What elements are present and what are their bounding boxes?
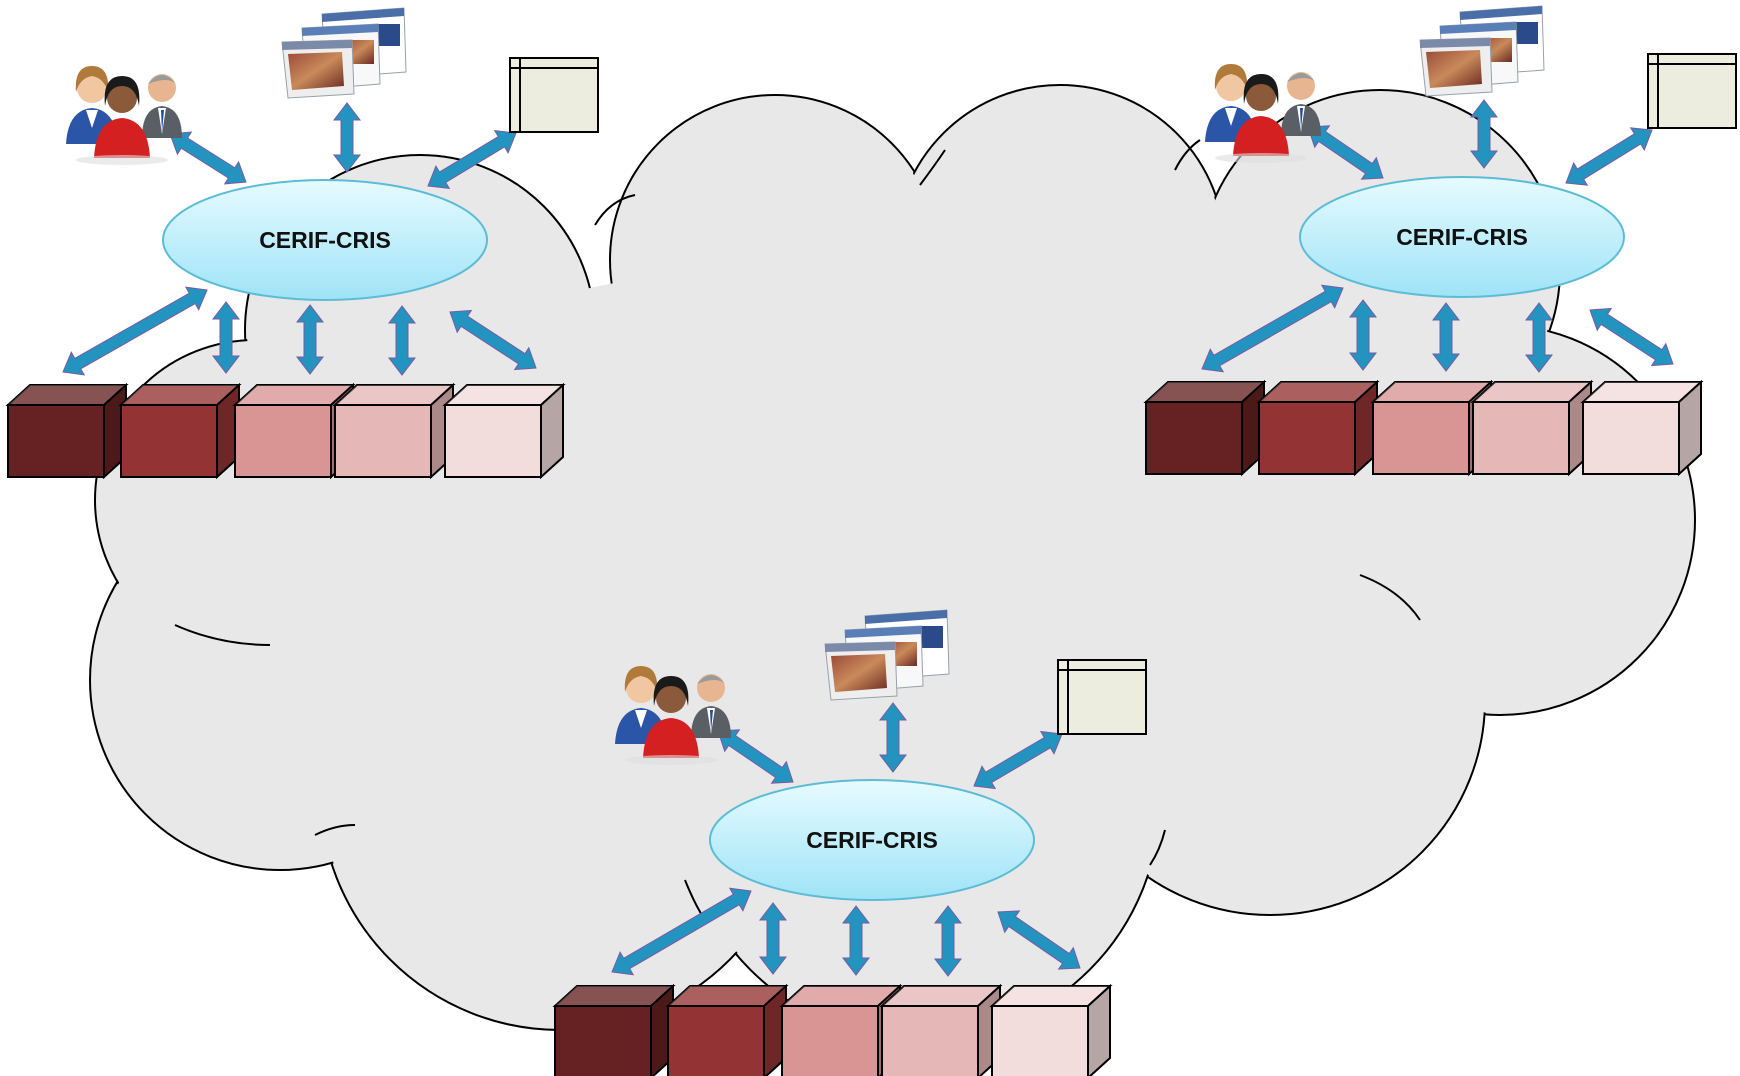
database-arrow bbox=[1589, 307, 1674, 367]
database-cube-row bbox=[1143, 379, 1704, 477]
database-cube-icon bbox=[879, 983, 1003, 1076]
connector-arrows bbox=[62, 99, 1674, 977]
web-pages-icon bbox=[281, 7, 407, 99]
cris-hub: CERIF-CRIS bbox=[1299, 176, 1625, 298]
access-arrow bbox=[1469, 99, 1499, 169]
database-cube-icon bbox=[989, 983, 1113, 1076]
hub-label: CERIF-CRIS bbox=[806, 827, 938, 853]
database-arrow bbox=[758, 902, 788, 975]
hub-ellipse bbox=[162, 179, 488, 301]
access-arrow bbox=[1565, 127, 1653, 186]
database-arrow bbox=[1431, 302, 1461, 372]
database-arrow bbox=[1348, 299, 1378, 371]
application-window-icon bbox=[1057, 659, 1147, 735]
application-window-icon bbox=[509, 57, 599, 133]
access-arrow bbox=[332, 102, 362, 173]
users-group-icon bbox=[66, 66, 182, 165]
database-cube-icon bbox=[1256, 379, 1380, 477]
database-cube-icon bbox=[5, 382, 129, 480]
database-arrow bbox=[211, 301, 241, 374]
database-cube-icon bbox=[118, 382, 242, 480]
database-cube-icon bbox=[1580, 379, 1704, 477]
database-arrow bbox=[611, 887, 752, 976]
access-arrow bbox=[878, 702, 908, 773]
database-arrow bbox=[841, 905, 871, 976]
database-cube-icon bbox=[552, 983, 676, 1076]
database-cube-row bbox=[552, 983, 1113, 1076]
cris-hubs: CERIF-CRIS CERIF-CRIS CERIF-CRIS bbox=[162, 176, 1625, 901]
application-window-icon bbox=[1647, 53, 1737, 129]
users-group-icon bbox=[615, 666, 731, 765]
database-cube-icon bbox=[1470, 379, 1594, 477]
hub-ellipse bbox=[709, 779, 1035, 901]
cloud-inner-arcs bbox=[174, 139, 1421, 921]
database-arrow bbox=[933, 905, 963, 977]
database-cube-icon bbox=[665, 983, 789, 1076]
hub-label: CERIF-CRIS bbox=[1396, 224, 1528, 250]
database-arrow bbox=[997, 910, 1081, 970]
access-icons bbox=[66, 5, 1737, 765]
access-arrow bbox=[169, 131, 247, 185]
cris-hub: CERIF-CRIS bbox=[709, 779, 1035, 901]
database-cube-icon bbox=[442, 382, 566, 480]
hub-label: CERIF-CRIS bbox=[259, 227, 391, 253]
users-group-icon bbox=[1205, 64, 1321, 163]
database-arrow bbox=[295, 304, 325, 375]
database-arrow bbox=[449, 309, 537, 371]
web-pages-icon bbox=[824, 609, 950, 701]
database-cubes bbox=[5, 379, 1704, 1076]
web-pages-icon bbox=[1419, 5, 1545, 97]
database-cube-icon bbox=[1143, 379, 1267, 477]
database-arrow bbox=[1201, 284, 1344, 373]
database-cube-icon bbox=[332, 382, 456, 480]
database-arrow bbox=[1524, 302, 1554, 373]
cris-hub: CERIF-CRIS bbox=[162, 179, 488, 301]
hub-ellipse bbox=[1299, 176, 1625, 298]
database-arrow bbox=[62, 286, 208, 376]
database-cube-row bbox=[5, 382, 566, 480]
database-arrow bbox=[387, 305, 417, 376]
